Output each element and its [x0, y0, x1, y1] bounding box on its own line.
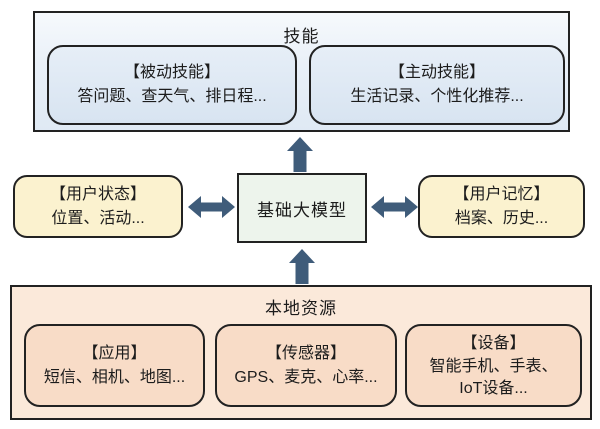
devices-detail-line1: 智能手机、手表、 [429, 357, 558, 375]
apps-detail: 短信、相机、地图... [43, 368, 186, 386]
devices-heading: 【设备】 [461, 334, 526, 352]
active-skills-heading: 【主动技能】 [388, 64, 485, 81]
arrow-bidirectional-state-core-icon [188, 196, 235, 218]
active-skills-detail: 生活记录、个性化推荐... [350, 88, 524, 105]
local-resources-layer-box: 本地资源 【应用】 短信、相机、地图... 【传感器】 GPS、麦克、心率...… [10, 285, 592, 420]
sensors-detail: GPS、麦克、心率... [234, 368, 378, 386]
apps-box: 【应用】 短信、相机、地图... [24, 324, 205, 407]
devices-detail-line2: IoT设备... [459, 379, 528, 397]
active-skills-box: 【主动技能】 生活记录、个性化推荐... [309, 45, 565, 125]
arrow-bidirectional-core-memory-icon [371, 196, 418, 218]
sensors-heading: 【传感器】 [265, 344, 346, 362]
devices-box: 【设备】 智能手机、手表、 IoT设备... [405, 324, 582, 407]
sensors-box: 【传感器】 GPS、麦克、心率... [215, 324, 397, 407]
passive-skills-box: 【被动技能】 答问题、查天气、排日程... [47, 45, 297, 125]
passive-skills-heading: 【被动技能】 [123, 64, 220, 81]
passive-skills-detail: 答问题、查天气、排日程... [77, 88, 267, 105]
user-state-box: 【用户状态】 位置、活动... [13, 175, 183, 238]
user-memory-detail: 档案、历史... [454, 209, 549, 227]
user-memory-heading: 【用户记忆】 [453, 185, 550, 203]
apps-heading: 【应用】 [82, 344, 147, 362]
arrow-up-core-to-skills-icon [287, 137, 313, 172]
local-resources-title: 本地资源 [265, 299, 337, 318]
core-model-label: 基础大模型 [257, 200, 347, 220]
core-model-box: 基础大模型 [237, 173, 367, 243]
user-memory-box: 【用户记忆】 档案、历史... [418, 175, 585, 238]
user-state-heading: 【用户状态】 [49, 185, 146, 203]
user-state-detail: 位置、活动... [51, 209, 145, 227]
arrow-up-resources-to-core-icon [289, 249, 315, 284]
skills-layer-box: 技能 【被动技能】 答问题、查天气、排日程... 【主动技能】 生活记录、个性化… [33, 11, 570, 132]
skills-layer-title: 技能 [283, 27, 320, 46]
